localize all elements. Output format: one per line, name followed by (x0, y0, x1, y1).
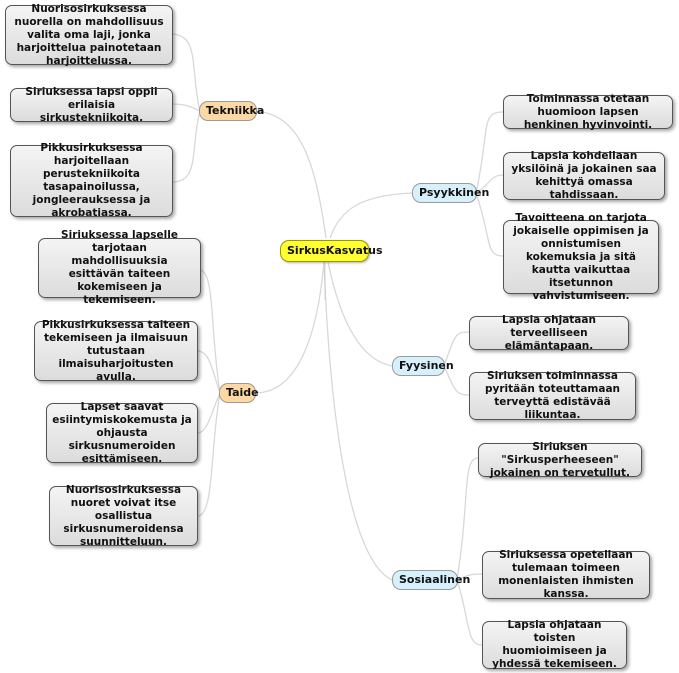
leaf-taide-3[interactable]: Lapset saavat esiintymiskokemusta ja ohj… (46, 401, 198, 465)
leaf-sosiaalinen-1[interactable]: Siriuksen "Sirkusperheeseen" jokainen on… (478, 441, 642, 479)
leaf-tekniikka-1[interactable]: Nuorisosirkuksessa nuorella on mahdollis… (5, 3, 173, 67)
leaf-tekniikka-2[interactable]: Siriuksessa lapsi oppii erilaisia sirkus… (10, 86, 173, 124)
leaf-sosiaalinen-2[interactable]: Siriuksessa opetellaan tulemaan toimeen … (482, 549, 650, 600)
leaf-tekniikka-3[interactable]: Pikkusirkuksessa harjoitellaan perustekn… (10, 142, 173, 219)
central-topic[interactable]: SirkusKasvatus (280, 240, 383, 262)
leaf-fyysinen-2[interactable]: Siriuksen toiminnassa pyritään toteuttam… (469, 370, 636, 421)
branch-sosiaalinen[interactable]: Sosiaalinen (392, 570, 470, 590)
leaf-psyykkinen-1[interactable]: Toiminnassa otetaan huomioon lapsen henk… (503, 93, 673, 131)
leaf-psyykkinen-2[interactable]: Lapsia kohdellaan yksilöinä ja jokainen … (503, 150, 665, 201)
leaf-taide-2[interactable]: Pikkusirkuksessa taiteen tekemiseen ja i… (34, 319, 198, 383)
branch-taide[interactable]: Taide (219, 383, 259, 403)
leaf-fyysinen-1[interactable]: Lapsia ohjataan terveelliseen elämäntapa… (469, 314, 629, 352)
branch-fyysinen[interactable]: Fyysinen (392, 356, 454, 376)
leaf-taide-4[interactable]: Nuorisosirkuksessa nuoret voivat itse os… (49, 484, 198, 548)
leaf-psyykkinen-3[interactable]: Tavoitteena on tarjota jokaiselle oppimi… (503, 212, 659, 302)
leaf-taide-1[interactable]: Siriuksessa lapselle tarjotaan mahdollis… (38, 229, 201, 306)
branch-psyykkinen[interactable]: Psyykkinen (412, 183, 489, 203)
leaf-sosiaalinen-3[interactable]: Lapsia ohjataan toisten huomioimiseen ja… (482, 619, 627, 670)
link-center-psyykkinen (329, 192, 414, 239)
link-center-sosiaalinen (323, 261, 393, 581)
link-center-tekniikka (255, 110, 327, 239)
link-center-taide (255, 261, 325, 394)
link-center-fyysinen (327, 261, 393, 367)
branch-tekniikka[interactable]: Tekniikka (199, 101, 264, 121)
